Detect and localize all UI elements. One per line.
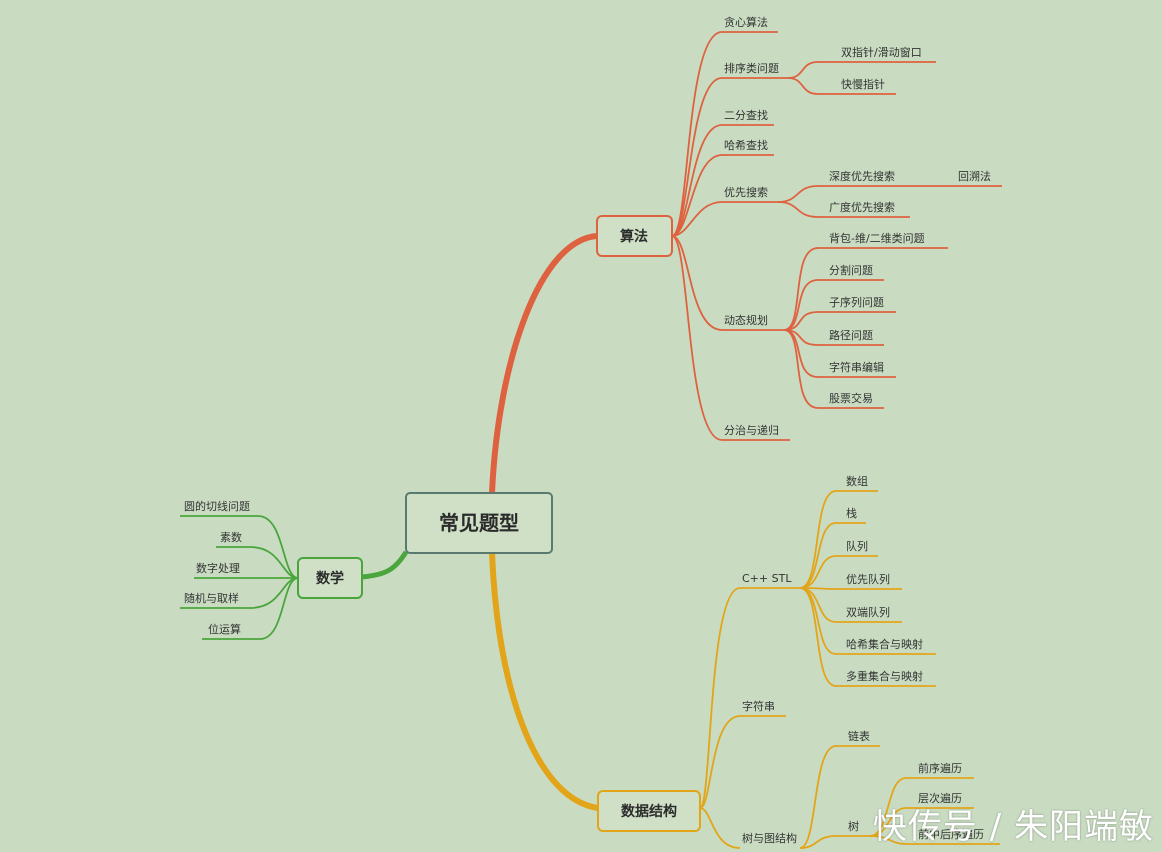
ds-graph-child-list[interactable]: 链表 — [848, 729, 870, 743]
math-label: 数学 — [316, 570, 344, 587]
alg-dp-child-4[interactable]: 路径问题 — [829, 329, 873, 342]
ds-item-string[interactable]: 字符串 — [742, 699, 775, 713]
alg-dp-child-5[interactable]: 字符串编辑 — [829, 360, 884, 374]
math-item-4[interactable]: 随机与取样 — [184, 591, 239, 605]
ds-label: 数据结构 — [621, 803, 677, 820]
trunk-algorithm — [489, 233, 598, 494]
alg-item-hash[interactable]: 哈希查找 — [724, 138, 768, 152]
alg-item-binary[interactable]: 二分查找 — [724, 108, 768, 122]
ds-stl-child-5[interactable]: 双端队列 — [846, 605, 890, 619]
trunk-math — [361, 550, 409, 580]
ds-stl-child-1[interactable]: 数组 — [846, 474, 868, 488]
alg-item-dp[interactable]: 动态规划 — [724, 313, 768, 327]
algorithm-node[interactable]: 算法 — [596, 215, 673, 257]
alg-dp-child-1[interactable]: 背包-维/二维类问题 — [829, 231, 925, 245]
algorithm-label: 算法 — [620, 228, 648, 245]
algorithm-branch — [671, 31, 1002, 441]
alg-item-sort[interactable]: 排序类问题 — [724, 61, 779, 75]
trunk-ds — [489, 552, 599, 811]
math-item-1[interactable]: 圆的切线问题 — [184, 499, 250, 513]
ds-stl-child-6[interactable]: 哈希集合与映射 — [846, 637, 923, 651]
math-branch — [180, 515, 299, 640]
ds-graph-child-tree[interactable]: 树 — [848, 819, 859, 833]
ds-item-stl[interactable]: C++ STL — [742, 572, 792, 585]
watermark: 快传号 / 朱阳端敏 — [872, 807, 1154, 847]
alg-item-greedy[interactable]: 贪心算法 — [724, 15, 768, 29]
algorithm-labels: 贪心算法 排序类问题 双指针/滑动窗口 快慢指针 二分查找 哈希查找 优先搜索 … — [724, 15, 991, 437]
central-label: 常见题型 — [439, 511, 519, 535]
ds-item-graph-partial[interactable]: 树与图结构 — [742, 831, 797, 845]
math-node[interactable]: 数学 — [297, 557, 363, 599]
ds-branch — [699, 490, 1000, 849]
alg-search-child-2[interactable]: 广度优先搜索 — [829, 200, 895, 214]
ds-labels: C++ STL 数组 栈 队列 优先队列 双端队列 哈希集合与映射 多重集合与映… — [742, 474, 984, 845]
alg-item-search[interactable]: 优先搜索 — [724, 185, 768, 199]
ds-stl-child-4[interactable]: 优先队列 — [846, 572, 890, 586]
ds-stl-child-2[interactable]: 栈 — [846, 506, 857, 520]
ds-tree-child-2[interactable]: 层次遍历 — [918, 791, 962, 805]
math-item-5[interactable]: 位运算 — [208, 622, 241, 636]
alg-sort-child-1[interactable]: 双指针/滑动窗口 — [841, 45, 922, 59]
alg-dp-child-2[interactable]: 分割问题 — [829, 263, 873, 277]
ds-tree-child-1[interactable]: 前序遍历 — [918, 761, 962, 775]
ds-node[interactable]: 数据结构 — [597, 790, 701, 832]
alg-dp-child-6[interactable]: 股票交易 — [829, 391, 873, 405]
ds-stl-child-3[interactable]: 队列 — [846, 539, 868, 553]
ds-stl-child-7[interactable]: 多重集合与映射 — [846, 669, 923, 683]
alg-sort-child-2[interactable]: 快慢指针 — [841, 77, 885, 91]
alg-search-child-1[interactable]: 深度优先搜索 — [829, 169, 895, 183]
math-item-2[interactable]: 素数 — [220, 531, 242, 544]
central-node[interactable]: 常见题型 — [405, 492, 553, 554]
alg-search-extra[interactable]: 回溯法 — [958, 169, 991, 183]
math-item-3[interactable]: 数字处理 — [196, 561, 240, 575]
alg-item-divide[interactable]: 分治与递归 — [724, 423, 779, 437]
ds-tree-child-3[interactable]: 前中后序遍历 — [918, 827, 984, 841]
math-labels: 圆的切线问题 素数 数字处理 随机与取样 位运算 — [184, 499, 250, 636]
alg-dp-child-3[interactable]: 子序列问题 — [829, 295, 884, 309]
